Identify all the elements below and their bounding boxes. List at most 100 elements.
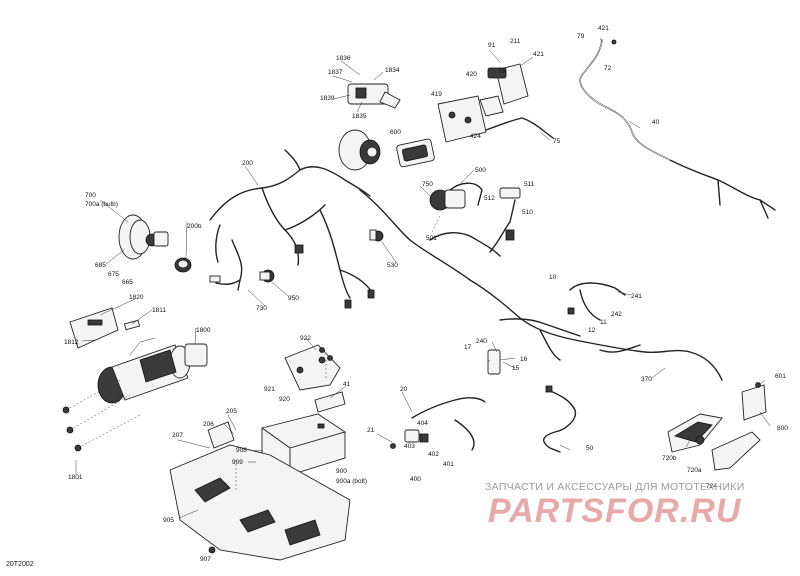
callout: 900a (bolt) — [336, 478, 367, 485]
callout: 1839 — [320, 95, 335, 102]
taillights — [667, 384, 767, 471]
callout: 242 — [611, 311, 622, 318]
callout: 420 — [466, 71, 477, 78]
callout: 419 — [431, 91, 442, 98]
callout: 510 — [522, 209, 533, 216]
callout: 12 — [588, 327, 596, 334]
assembly-lines — [65, 215, 441, 490]
callout: 1834 — [385, 67, 400, 74]
callout: 11 — [600, 319, 607, 326]
callout: 403 — [404, 443, 415, 450]
callout: 421 — [598, 25, 609, 32]
callout: 401 — [443, 461, 454, 468]
callout: 240 — [476, 338, 487, 345]
callout: 75 — [553, 138, 561, 145]
callout: 530 — [387, 262, 398, 269]
callout: 10 — [549, 274, 557, 281]
callout: 724 — [706, 483, 717, 490]
callout: 40 — [652, 119, 660, 126]
callout: 200 — [242, 160, 253, 167]
callout: 720a — [687, 467, 702, 474]
callout: 72 — [604, 65, 612, 72]
callout: 730 — [256, 305, 267, 312]
callout: 1812 — [64, 339, 79, 346]
callout: 20 — [400, 386, 408, 393]
callout: 91 — [488, 42, 496, 49]
callout: 424 — [470, 133, 481, 140]
callout-labels: 1836 1837 1834 1839 1835 91 211 421 421 … — [64, 25, 788, 563]
harness-10 — [567, 282, 626, 321]
callout: 750 — [422, 181, 433, 188]
callout: 206 — [203, 421, 214, 428]
headlight-700 — [118, 214, 169, 260]
callout: 511 — [524, 181, 535, 188]
callout: 1837 — [328, 69, 343, 76]
callout: 241 — [631, 293, 642, 300]
front-harness — [209, 149, 373, 299]
callout: 41 — [343, 381, 351, 388]
light-200b — [174, 257, 192, 273]
diagram-id: 20T2002 — [6, 561, 34, 568]
sensor-510 — [489, 187, 521, 253]
callout: 800 — [777, 425, 788, 432]
callout: 601 — [775, 373, 786, 380]
callout: 920 — [279, 396, 290, 403]
callout: 79 — [577, 33, 585, 40]
main-harness — [359, 39, 776, 381]
callout: 700 — [85, 192, 96, 199]
callout: 205 — [226, 408, 237, 415]
callout: 665 — [122, 279, 133, 286]
watermark: ЗАПЧАСТИ И АКСЕССУАРЫ ДЛЯ МОТОТЕХНИКИ PA… — [485, 481, 745, 530]
callout: 15 — [512, 365, 520, 372]
callout: 73 — [498, 68, 506, 75]
callout: 909 — [232, 459, 243, 466]
callout: 675 — [108, 271, 119, 278]
callout: 501 — [426, 235, 437, 242]
relay-16 — [487, 349, 516, 375]
watermark-line1: ЗАПЧАСТИ И АКСЕССУАРЫ ДЛЯ МОТОТЕХНИКИ — [485, 481, 745, 493]
callout: 207 — [172, 432, 183, 439]
harness-50 — [542, 385, 577, 453]
callout: 700a (bulb) — [85, 201, 118, 208]
callout: 905 — [163, 517, 174, 524]
callout: 17 — [464, 344, 472, 351]
switch-400 — [404, 397, 486, 451]
callout: 500 — [475, 167, 486, 174]
connectors — [209, 229, 384, 309]
callout: 1811 — [152, 307, 166, 314]
callout: 685 — [95, 262, 106, 269]
leader-lines — [75, 37, 771, 553]
callout: 922 — [300, 335, 311, 342]
callout: 404 — [417, 420, 428, 427]
callout: 1800 — [196, 327, 211, 334]
callout: 921 — [264, 386, 275, 393]
callout: 950 — [288, 295, 299, 302]
callout: 421 — [533, 51, 544, 58]
callout: 16 — [520, 356, 528, 363]
callout: 907 — [200, 556, 211, 563]
callout: 200b — [187, 223, 202, 230]
callout: 600 — [390, 129, 401, 136]
callout: 512 — [484, 195, 495, 202]
callout: 1801 — [68, 474, 83, 481]
module-419 — [437, 63, 554, 143]
bracket-920 — [284, 344, 346, 413]
callout: 370 — [641, 376, 652, 383]
winch-1800 — [97, 337, 208, 404]
callout: 402 — [428, 451, 439, 458]
callout: 908 — [236, 447, 247, 454]
callout: 1836 — [336, 55, 351, 62]
tray-905 — [169, 421, 351, 561]
watermark-logo: PARTSFOR.RU — [488, 492, 742, 530]
callout: 400 — [410, 476, 421, 483]
callout: 50 — [586, 445, 594, 452]
callout: 21 — [367, 427, 375, 434]
cover-1820 — [69, 307, 141, 349]
callout: 211 — [510, 38, 521, 45]
gauge-cluster — [338, 129, 435, 171]
callout: 1820 — [129, 294, 144, 301]
callout: 900 — [336, 468, 347, 475]
callout: 720b — [662, 455, 677, 462]
